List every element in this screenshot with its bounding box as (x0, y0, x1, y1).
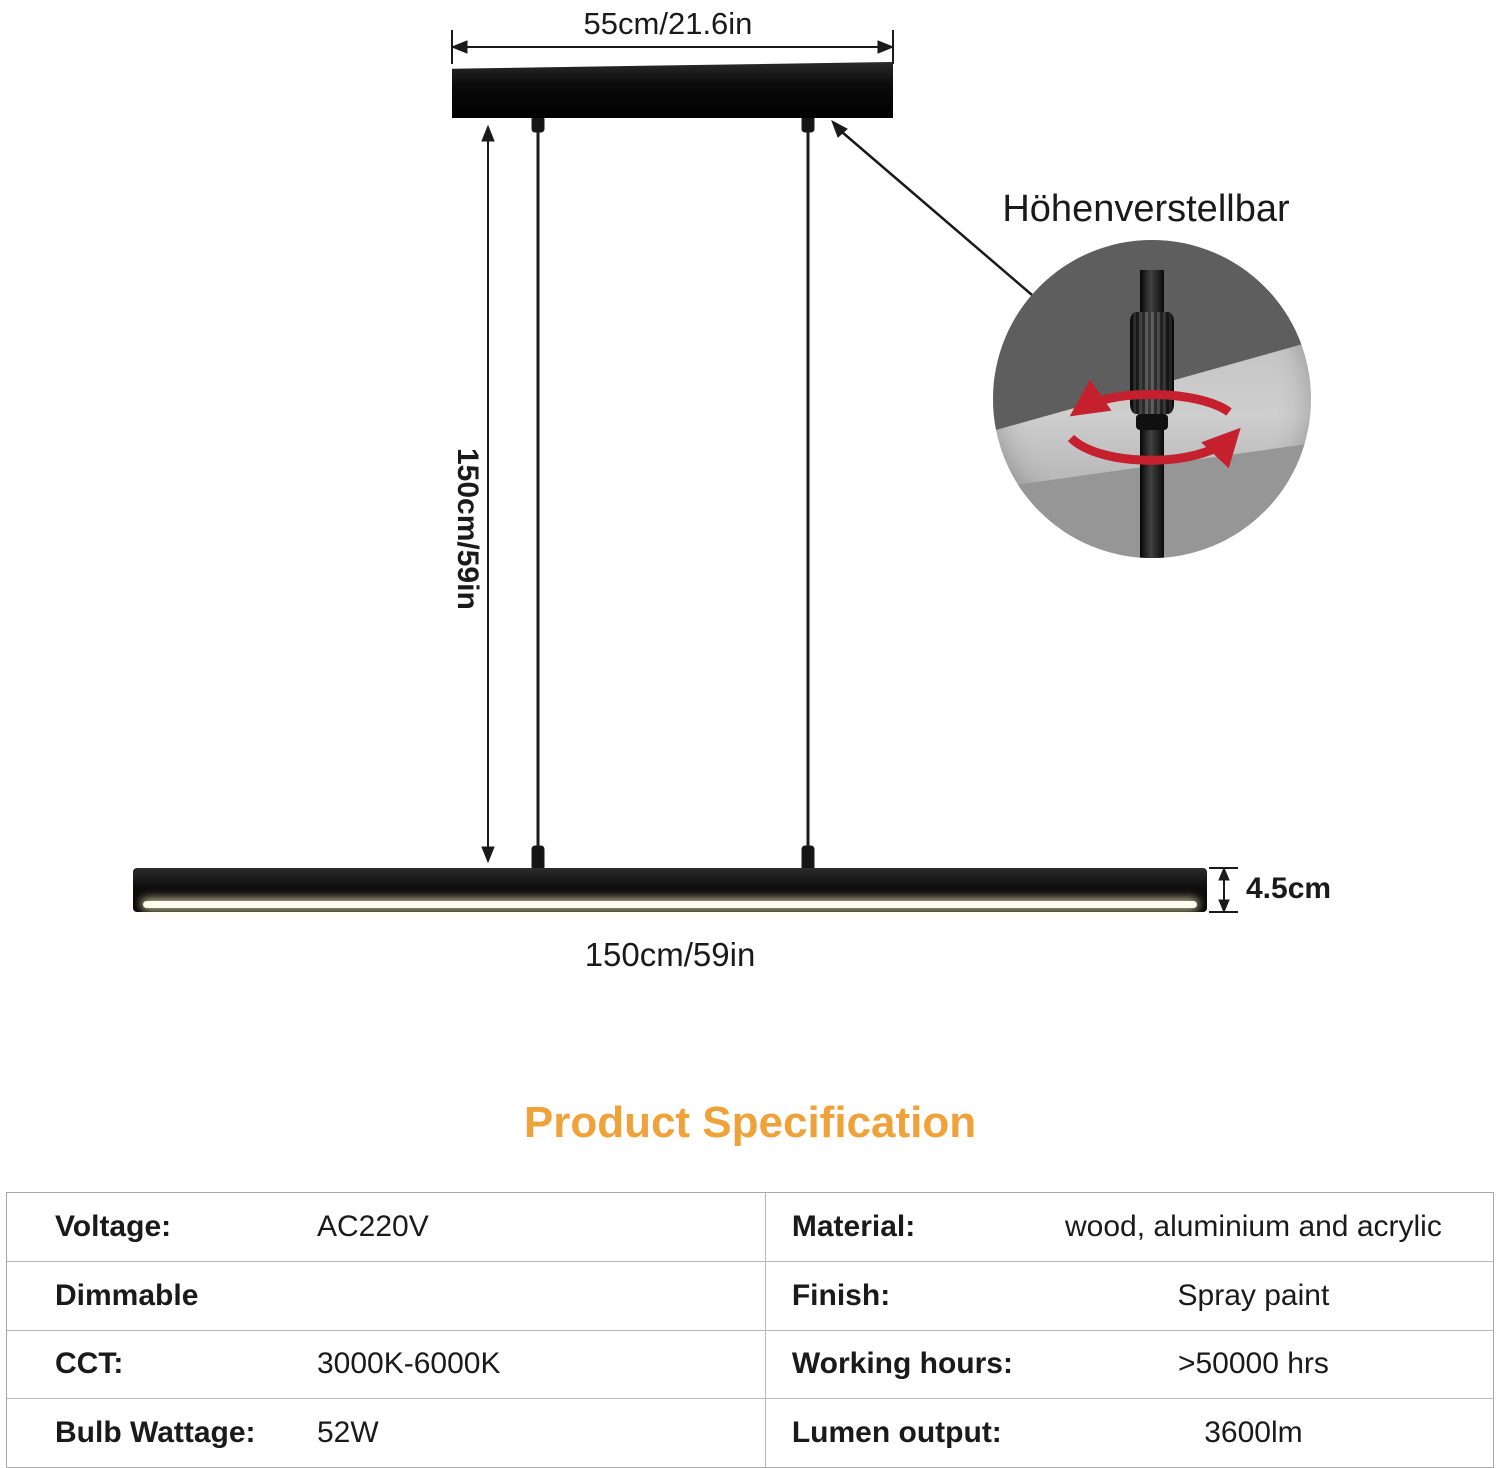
led-light-strip (143, 901, 1197, 908)
spec-cell-finish: Finish: Spray paint (764, 1261, 1493, 1330)
drop-height-dimension-label: 150cm/59in (451, 448, 484, 610)
spec-label: Finish: (791, 1278, 891, 1312)
spec-cell-lumen-output: Lumen output: 3600lm (764, 1399, 1493, 1467)
spec-cell-bulb-wattage: Bulb Wattage: 52W (7, 1399, 765, 1467)
suspension-cables (531, 115, 815, 871)
cable-right-bottom-connector (801, 845, 815, 871)
spec-label: Bulb Wattage: (55, 1416, 256, 1450)
lamp-length-dimension-label: 150cm/59in (584, 936, 756, 973)
ceiling-mount-bar (452, 62, 893, 118)
spec-table-row: Voltage: AC220V Material: wood, aluminiu… (7, 1193, 1493, 1262)
spec-label: CCT: (55, 1347, 124, 1381)
spec-cell-voltage: Voltage: AC220V (7, 1193, 765, 1261)
spec-label: Material: (791, 1209, 916, 1243)
width-dimension-label: 55cm/21.6in (583, 6, 753, 41)
spec-value: AC220V (317, 1209, 429, 1243)
callout-title: Höhenverstellbar (1002, 188, 1290, 230)
spec-value: 3000K-6000K (317, 1347, 501, 1381)
adjuster-collar (1136, 414, 1168, 430)
cable-right-top-connector (801, 115, 815, 133)
lamp-bar (133, 868, 1207, 912)
spec-label: Working hours: (791, 1347, 1013, 1381)
rotation-arrows-icon (1067, 379, 1241, 469)
width-dimension-arrow (450, 30, 895, 64)
spec-value: 3600lm (1204, 1416, 1303, 1450)
callout-detail-photo (993, 240, 1311, 558)
drop-height-dimension-arrow (481, 124, 495, 864)
spec-cell-dimmable: Dimmable (7, 1262, 765, 1330)
spec-value: Spray paint (1177, 1278, 1330, 1312)
spec-cell-cct: CCT: 3000K-6000K (7, 1331, 765, 1399)
spec-table-row: Bulb Wattage: 52W Lumen output: 3600lm (7, 1399, 1493, 1467)
spec-label: Voltage: (55, 1209, 172, 1243)
lamp-height-dimension-label: 4.5cm (1246, 872, 1332, 905)
cable-left-bottom-connector (531, 845, 545, 871)
spec-cell-material: Material: wood, aluminium and acrylic (764, 1193, 1493, 1261)
spec-table: Voltage: AC220V Material: wood, aluminiu… (6, 1192, 1494, 1468)
lamp-height-dimension-arrow (1209, 866, 1238, 914)
spec-value: wood, aluminium and acrylic (1065, 1209, 1442, 1243)
spec-label: Dimmable (55, 1278, 199, 1312)
spec-cell-working-hours: Working hours: >50000 hrs (764, 1330, 1493, 1399)
spec-section-title: Product Specification (523, 1098, 977, 1147)
spec-value: >50000 hrs (1177, 1347, 1329, 1381)
spec-value: 52W (317, 1416, 379, 1450)
spec-label: Lumen output: (791, 1416, 1002, 1450)
cable-left-top-connector (531, 115, 545, 133)
spec-table-row: Dimmable Finish: Spray paint (7, 1261, 1493, 1331)
spec-table-row: CCT: 3000K-6000K Working hours: >50000 h… (7, 1330, 1493, 1400)
